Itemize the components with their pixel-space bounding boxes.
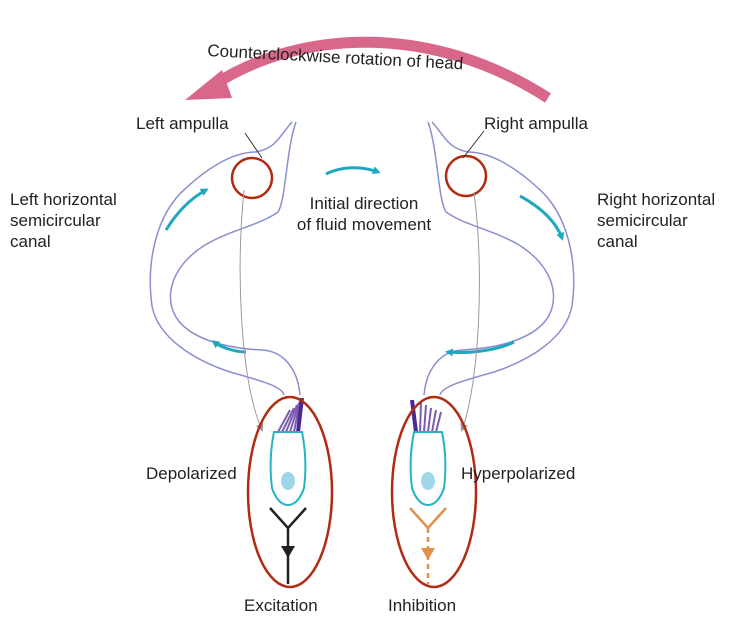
left-canal-label-line3: canal	[10, 232, 51, 251]
right-canal-label-line1: Right horizontal	[597, 190, 716, 209]
left-canal-label-line2: semicircular	[10, 211, 101, 230]
nerve-ending-icon	[409, 507, 447, 584]
hyperpolarized-label: Hyperpolarized	[461, 464, 576, 483]
right-canal-label-line3: canal	[597, 232, 638, 251]
ampulla-to-hair-cell-connectors	[239, 189, 480, 432]
left-ampulla-label: Left ampulla	[136, 114, 229, 133]
hair-cell-icon	[269, 397, 307, 507]
right-canal-label-line2: semicircular	[597, 211, 688, 230]
left-canal-label-line1: Left horizontal	[10, 190, 117, 209]
rotation-arrow-icon	[185, 36, 551, 103]
ampulla-highlight-rings	[230, 154, 488, 200]
nerve-ending-icon	[269, 507, 307, 584]
excitation-label: Excitation	[244, 596, 318, 615]
fluid-direction-arrow-icon	[164, 166, 564, 357]
fluid-direction-label: Initial direction of fluid movement	[276, 193, 452, 235]
right-ampulla-label: Right ampulla	[484, 114, 588, 133]
left-canal-label: Left horizontal semicircular canal	[10, 189, 117, 252]
left-semicircular-canal	[149, 121, 301, 396]
ampulla-leader-lines	[244, 130, 485, 159]
right-semicircular-canal	[423, 121, 575, 396]
depolarized-label: Depolarized	[146, 464, 237, 483]
hair-cell-highlight-rings	[246, 395, 478, 589]
fluid-direction-label-line2: of fluid movement	[296, 215, 432, 234]
inhibition-label: Inhibition	[388, 596, 457, 615]
right-canal-label: Right horizontal semicircular canal	[597, 189, 715, 252]
hair-cell-icon	[409, 399, 447, 507]
fluid-direction-label-line1: Initial direction	[309, 194, 419, 213]
